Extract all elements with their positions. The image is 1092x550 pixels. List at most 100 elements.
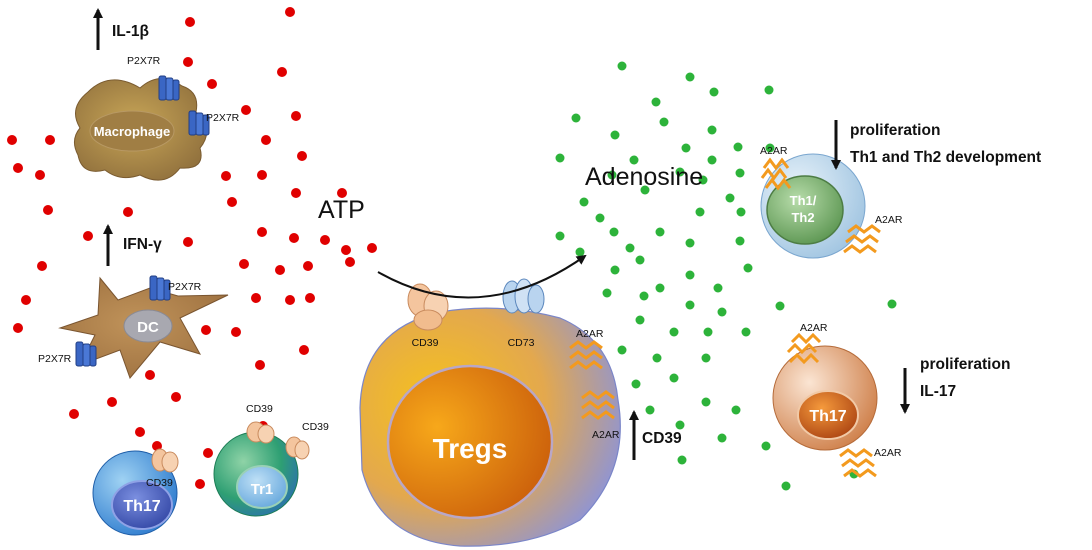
atp-dot [45,135,55,145]
dendritic-cell: DC [58,276,229,379]
adenosine-dot [731,405,741,415]
atp-dot [320,235,330,245]
atp-dot [35,170,45,180]
atp-dot [345,257,355,267]
atp-dot [201,325,211,335]
a2ar-label: A2AR [592,429,620,441]
atp-dot [195,479,205,489]
tr1-cell: Tr1 [213,431,299,517]
adenosine-dot [655,227,665,237]
treg-cell: Tregs [359,307,621,547]
atp-dot [183,57,193,67]
adenosine-dot [775,301,785,311]
adenosine-dot [685,238,695,248]
adenosine-dot [685,300,695,310]
dc-label: DC [137,319,159,336]
proliferation-label: proliferation [850,122,940,139]
adenosine-dot [685,270,695,280]
adenosine-dot [629,155,639,165]
p2x7r-label: P2X7R [168,281,202,293]
a2ar-receptor-icon [839,448,877,478]
adenosine-dot [602,288,612,298]
th17-label: Th17 [123,498,160,515]
atp-dot [241,105,251,115]
adenosine-dot [713,283,723,293]
adenosine-dot [701,353,711,363]
th1-th2-cell: Th1/ Th2 [760,153,866,259]
atp-dot [7,135,17,145]
adenosine-dot [655,283,665,293]
adenosine-dot [695,207,705,217]
tregs-label: Tregs [433,433,508,464]
p2x7r-receptor-icon [149,275,171,301]
adenosine-dot [610,130,620,140]
adenosine-dot [609,227,619,237]
cd39-label: CD39 [246,403,273,415]
adenosine-dot [571,113,581,123]
adenosine-dot [659,117,669,127]
atp-dot [123,207,133,217]
adenosine-dot [717,433,727,443]
p2x7r-receptor-icon [188,110,210,136]
adenosine-dot [761,441,771,451]
atp-dot [221,171,231,181]
atp-dot [171,392,181,402]
atp-dot [185,17,195,27]
adenosine-dot [595,213,605,223]
cd39-label: CD39 [146,477,173,489]
atp-dot [297,151,307,161]
adenosine-dot [703,327,713,337]
adenosine-dot [555,231,565,241]
atp-dot [239,259,249,269]
adenosine-label: Adenosine [585,163,703,191]
adenosine-dot [725,193,735,203]
adenosine-dot [887,299,897,309]
atp-dot [261,135,271,145]
a2ar-label: A2AR [576,328,604,340]
atp-dot [285,7,295,17]
atp-dot [83,231,93,241]
atp-dot [69,409,79,419]
atp-dot [43,205,53,215]
atp-dot [277,67,287,77]
atp-dot [13,163,23,173]
il17-label: IL-17 [920,383,956,400]
atp-molecules [7,7,377,489]
p2x7r-label: P2X7R [206,112,240,124]
cd39-receptor-icon [285,436,310,460]
adenosine-dot [579,197,589,207]
th17-cell: Th17 [772,345,878,451]
atp-dot [145,370,155,380]
conversion-arrow [377,254,587,299]
adenosine-dot [669,373,679,383]
atp-dot [203,448,213,458]
atp-dot [135,427,145,437]
atp-dot [207,79,217,89]
atp-dot [13,323,23,333]
th1-label: Th1/ [790,193,817,208]
th17-cell: Th17 [92,450,178,536]
adenosine-dot [764,85,774,95]
adenosine-dot [555,153,565,163]
atp-label: ATP [318,196,365,224]
adenosine-dot [607,170,617,180]
adenosine-dot [635,315,645,325]
adenosine-dot [575,247,585,257]
a2ar-receptor-icon [786,332,822,365]
cd39-label: CD39 [302,421,329,433]
adenosine-dot [735,236,745,246]
atp-dot [337,188,347,198]
adenosine-dot [677,455,687,465]
adenosine-dot [701,397,711,407]
adenosine-dot [685,72,695,82]
tr1-label: Tr1 [251,481,274,498]
adenosine-dot [707,125,717,135]
adenosine-dot [675,420,685,430]
p2x7r-label: P2X7R [38,353,72,365]
a2ar-receptor-icon [760,157,792,191]
adenosine-dot [617,61,627,71]
a2ar-label: A2AR [760,145,788,157]
adenosine-dot [736,207,746,217]
adenosine-dot [651,97,661,107]
adenosine-dot [635,255,645,265]
